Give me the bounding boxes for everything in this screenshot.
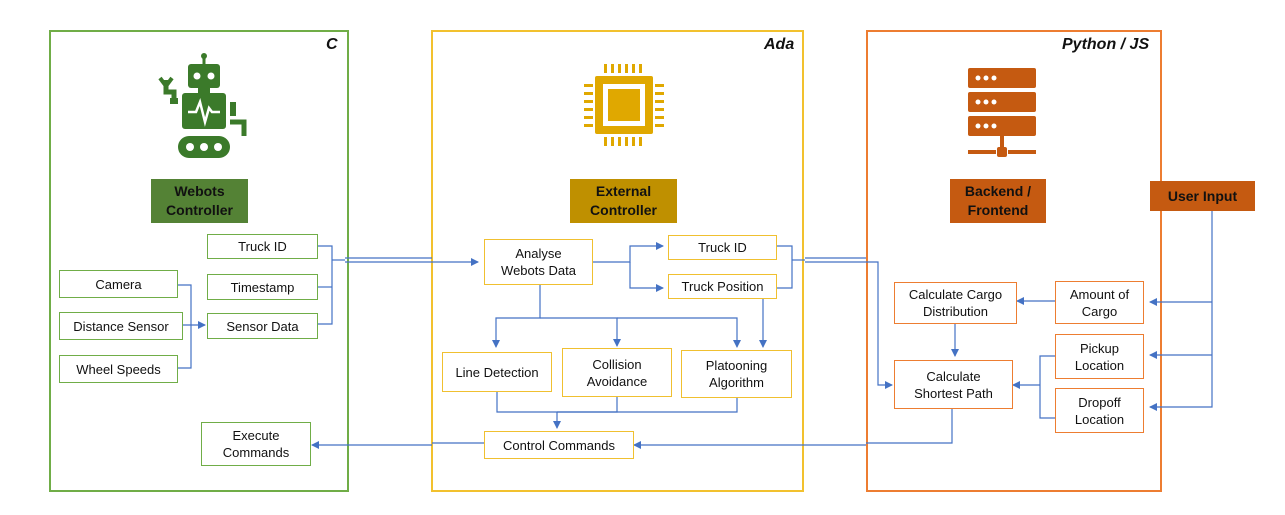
analyse-to-truck-id	[593, 242, 664, 263]
wheel-speeds-box: Wheel Speeds	[59, 355, 178, 383]
webots-controller-title: Webots Controller	[151, 179, 248, 223]
distance-sensor-box: Distance Sensor	[59, 312, 183, 340]
path-to-control-connector	[866, 409, 953, 444]
webots-language-label: C	[326, 36, 338, 53]
analyse-to-algorithms	[492, 285, 541, 348]
chip-icon	[584, 64, 664, 146]
timestamp-box: Timestamp	[207, 274, 318, 300]
analyse-to-platooning	[617, 317, 741, 348]
wheel-speeds-connector	[178, 325, 192, 369]
control-commands-box: Control Commands	[484, 431, 634, 459]
backend-panel	[866, 30, 1162, 492]
platooning-to-control	[557, 398, 738, 413]
truck-id-connector	[318, 245, 333, 325]
execute-commands-box: Execute Commands	[201, 422, 311, 466]
camera-connector	[178, 284, 192, 325]
backend-language-label: Python / JS	[1062, 36, 1150, 53]
truck-id-box-webots: Truck ID	[207, 234, 318, 259]
dropoff-location-box: Dropoff Location	[1055, 388, 1144, 433]
collision-to-control	[557, 397, 618, 413]
external-truck-bracket	[777, 245, 793, 289]
analyse-to-collision	[540, 317, 621, 347]
external-controller-panel	[431, 30, 804, 492]
user-input-title: User Input	[1150, 181, 1255, 211]
line-detection-box: Line Detection	[442, 352, 552, 392]
amount-of-cargo-box: Amount of Cargo	[1055, 281, 1144, 324]
sensor-data-box: Sensor Data	[207, 313, 318, 339]
user-input-trunk	[1149, 211, 1213, 411]
analyse-webots-data-box: Analyse Webots Data	[484, 239, 593, 285]
server-icon	[968, 68, 1036, 157]
camera-box: Camera	[59, 270, 178, 298]
collision-avoidance-box: Collision Avoidance	[562, 348, 672, 397]
pickup-location-box: Pickup Location	[1055, 334, 1144, 379]
truck-position-box: Truck Position	[668, 274, 777, 299]
external-controller-title: External Controller	[570, 179, 677, 223]
calculate-cargo-distribution-box: Calculate Cargo Distribution	[894, 282, 1017, 324]
robot-icon	[158, 53, 247, 158]
analyse-to-truck-position	[629, 262, 664, 292]
pickup-dropoff-bracket	[1039, 355, 1055, 419]
calculate-shortest-path-box: Calculate Shortest Path	[894, 360, 1013, 409]
line-detection-to-control	[496, 392, 557, 413]
webots-panel	[49, 30, 349, 492]
platooning-algorithm-box: Platooning Algorithm	[681, 350, 792, 398]
external-to-backend-line-b	[805, 261, 893, 389]
truck-id-box-external: Truck ID	[668, 235, 777, 260]
backend-frontend-title: Backend / Frontend	[950, 179, 1046, 223]
external-language-label: Ada	[764, 36, 795, 53]
